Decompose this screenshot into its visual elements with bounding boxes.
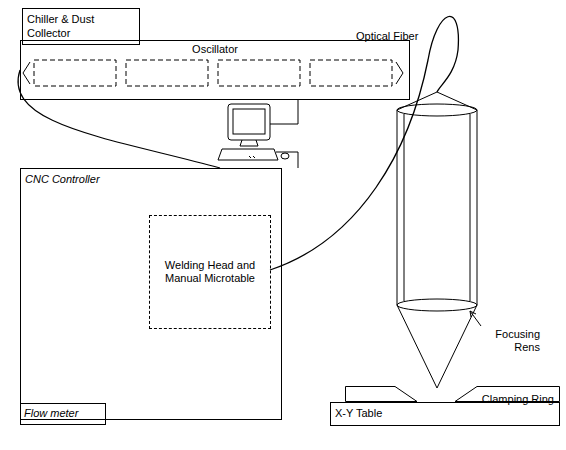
node-label: Flow meter xyxy=(24,407,78,420)
node-label: X-Y Table xyxy=(335,407,382,420)
flow-meter-box: Flow meter xyxy=(20,403,106,425)
computer-wire xyxy=(270,100,298,124)
leader-line xyxy=(470,311,481,326)
mouse xyxy=(281,153,289,159)
node-label: Oscillator xyxy=(192,43,238,56)
part-label: Focusing Rens xyxy=(482,328,540,354)
dashed-module xyxy=(310,60,392,86)
optical-fiber xyxy=(270,16,458,270)
xy-table: X-Y Table xyxy=(330,402,560,426)
computer-wire xyxy=(276,152,298,168)
lens-bottom xyxy=(397,299,477,311)
monitor-stand xyxy=(240,140,258,146)
node-label: Clamping Ring xyxy=(482,393,554,406)
part-label: Optical Fiber xyxy=(356,30,422,43)
leader-arrowhead xyxy=(470,311,476,317)
lens-housing xyxy=(397,110,477,305)
ring-plate xyxy=(346,387,418,402)
controller-box: CNC ControllerWelding Head and Manual Mi… xyxy=(20,168,282,420)
node-label: Welding Head and Manual Microtable xyxy=(156,259,264,285)
dashed-module xyxy=(218,60,300,86)
keyboard xyxy=(218,149,278,160)
node-label: Chiller & Dust Collector xyxy=(27,13,135,39)
monitor xyxy=(228,104,270,140)
chevron-left xyxy=(23,62,30,84)
lens-top xyxy=(397,104,477,116)
dashed-module xyxy=(34,60,116,86)
dashed-module xyxy=(126,60,208,86)
beam-upper xyxy=(397,92,477,110)
screen xyxy=(233,109,265,134)
cable-connector xyxy=(18,70,220,168)
node-label: CNC Controller xyxy=(25,173,100,186)
beam-lower xyxy=(397,305,477,388)
welding-head-box: Welding Head and Manual Microtable xyxy=(149,215,271,329)
oscillator-box: Oscillator xyxy=(20,40,410,100)
keyboard-keys xyxy=(249,156,255,158)
chevron-right xyxy=(396,62,403,84)
lens-inner xyxy=(404,114,470,301)
